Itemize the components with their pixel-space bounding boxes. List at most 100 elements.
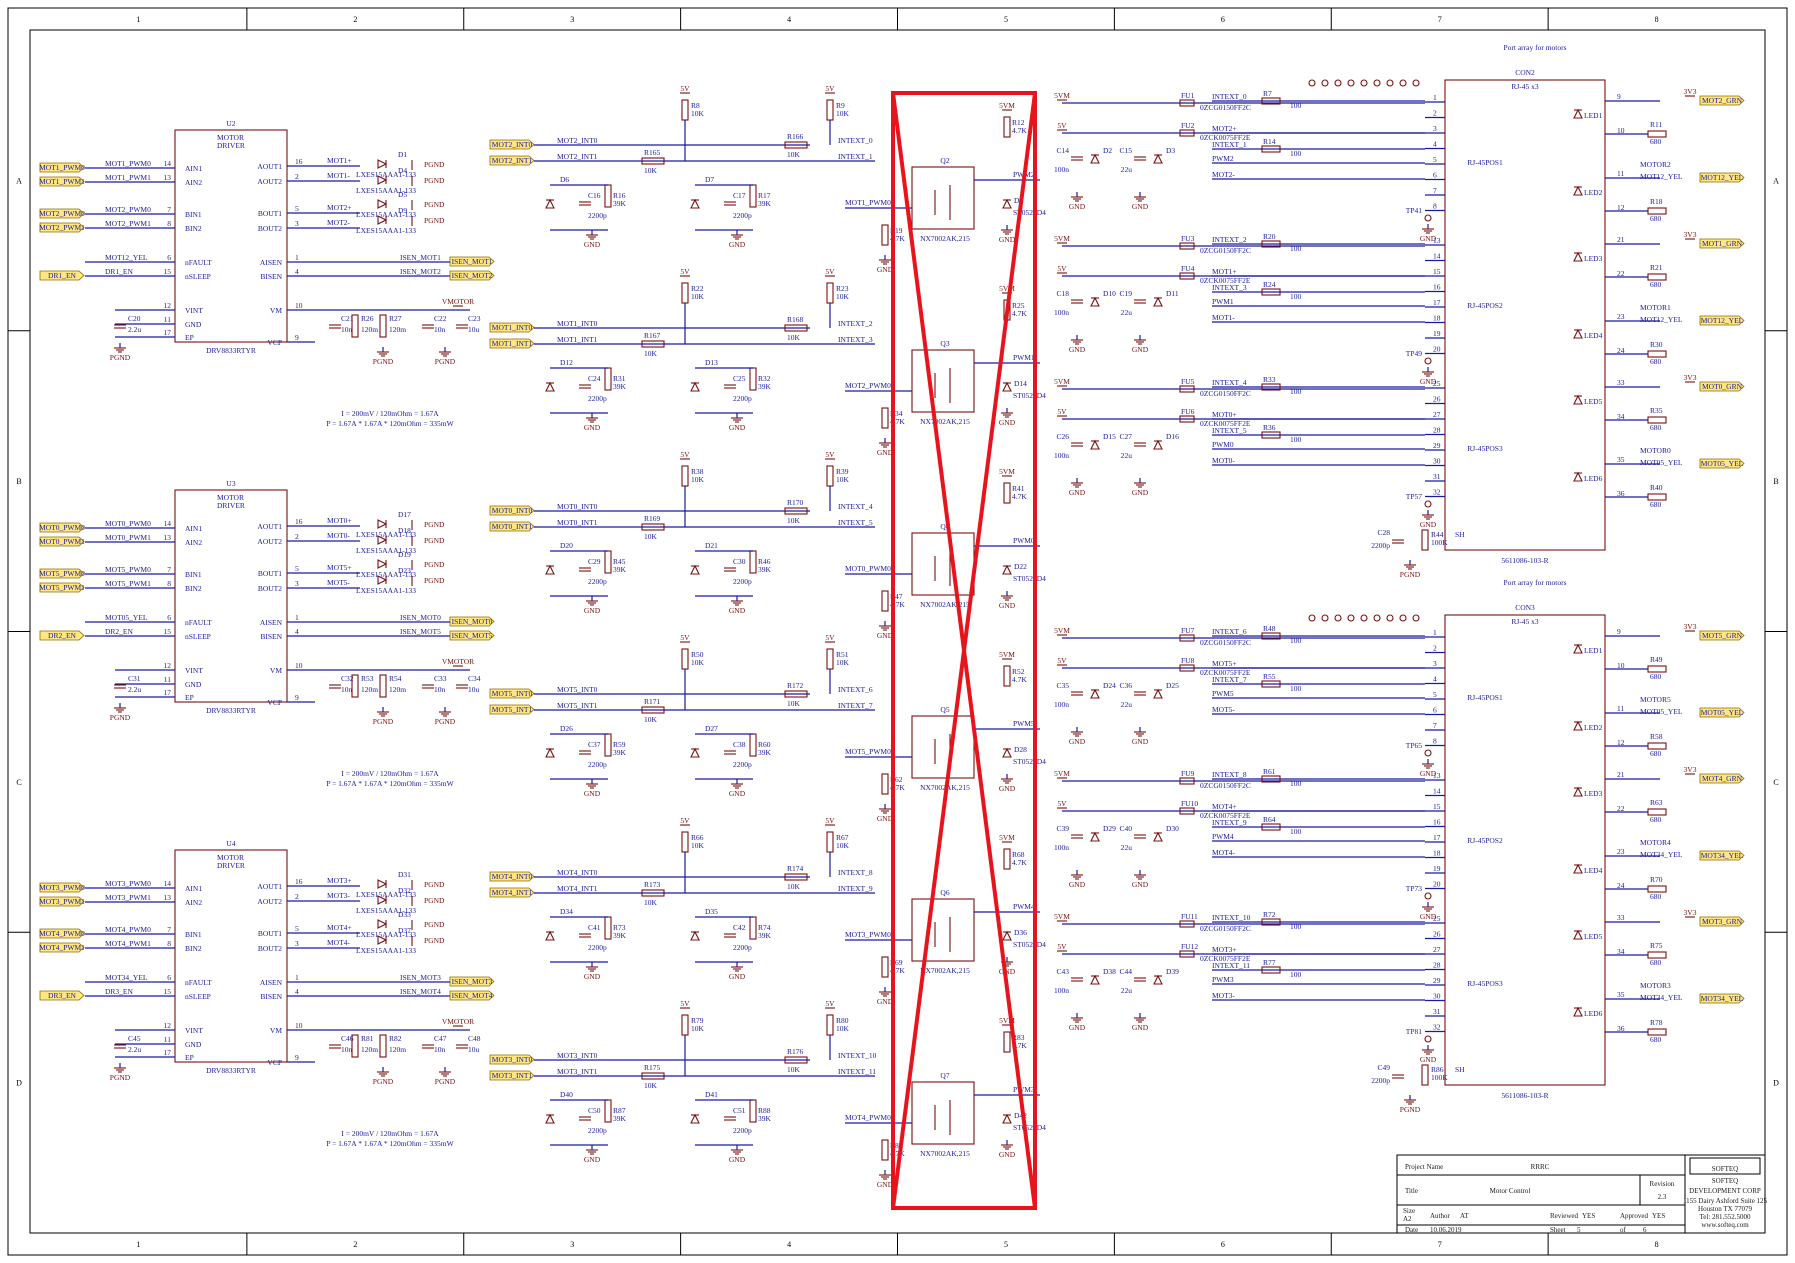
series-resistor-b	[784, 873, 808, 881]
gnd-label: GND	[877, 265, 894, 274]
res-value: 4.7K	[1012, 858, 1027, 867]
connector-net: INTEXT_8	[1212, 770, 1247, 779]
cross-out-diagonal-2	[891, 92, 1037, 1209]
pin-number: 8	[167, 219, 171, 228]
title-value: Motor Control	[1490, 1187, 1531, 1195]
size-value: A2	[1403, 1215, 1412, 1223]
test-point	[1347, 614, 1355, 622]
mosfet-5vm-label: 5VM	[999, 1016, 1015, 1025]
driver-label-2: DRIVER	[217, 141, 245, 150]
res-value: 39K	[758, 1114, 772, 1123]
test-point-ref: TP73	[1406, 884, 1423, 893]
fuse-ref: FU9	[1181, 769, 1195, 778]
connector-pin-number: 3	[1433, 659, 1437, 668]
connector-net: PWM1	[1212, 297, 1234, 306]
test-point	[1424, 357, 1432, 365]
gnd-label: GND	[877, 1180, 894, 1189]
pin-number: 14	[164, 519, 172, 528]
net-label-b: MOT4_INT1	[557, 884, 598, 893]
cap-value: 2200p	[733, 1126, 752, 1135]
zone-col-bottom: 1	[136, 1240, 140, 1249]
led-net: MOT34_YEL	[1640, 850, 1683, 859]
protection-diode	[377, 559, 388, 569]
mosfet-pullup	[1003, 1031, 1011, 1053]
res-value: 4.7K	[1012, 675, 1027, 684]
int-port-a	[489, 871, 535, 882]
res-ref: R170	[787, 498, 804, 507]
zone-col-top: 4	[787, 15, 791, 24]
approved-value: YES	[1652, 1212, 1665, 1220]
input-port-text: DR2_EN	[48, 631, 77, 640]
res-ref: R61	[1263, 767, 1276, 776]
led-net-port-text: MOT4_GRN	[1702, 774, 1743, 783]
res-value: 39K	[758, 565, 772, 574]
res-ref: R36	[1263, 423, 1276, 432]
fuse-1	[1179, 920, 1195, 928]
company-name-2: DEVELOPMENT CORP	[1689, 1187, 1761, 1195]
tvs-diode	[1002, 564, 1012, 575]
res-value: 680	[1650, 1035, 1662, 1044]
cap-ref: C40	[1119, 824, 1132, 833]
res-ref: R8	[691, 101, 700, 110]
pin-number: 6	[167, 973, 171, 982]
diode-ref: D1	[398, 150, 407, 159]
pullup-5v-label: 5V	[825, 999, 835, 1008]
diode-part: ST0521D4	[1013, 391, 1046, 400]
cap-ref: C42	[733, 923, 746, 932]
cap-ref: C29	[588, 557, 601, 566]
pullup-5v-label: 5V	[680, 816, 690, 825]
pin-number: 11	[164, 675, 171, 684]
res-value: 39K	[758, 748, 772, 757]
cap-ref: C43	[1056, 967, 1069, 976]
res-value: 100	[1290, 922, 1302, 931]
connector-body	[1444, 614, 1606, 1086]
led-3v3-label: 3V3	[1684, 622, 1697, 631]
port-array-title: Port array for motors	[1503, 578, 1566, 587]
connector-pin-number: 7	[1433, 186, 1437, 195]
net-label: MOT5_PWM1	[105, 579, 151, 588]
diode-part: ST0521D4	[1013, 757, 1046, 766]
res-value: 100	[1290, 779, 1302, 788]
mosfet-drive-net: MOT1_PWM0	[845, 198, 891, 207]
pin-name: BIN2	[185, 584, 202, 593]
net-label: MOT05_YEL	[105, 613, 148, 622]
rj45-port-label: RJ-45POS1	[1467, 158, 1503, 167]
connector-net: PWM3	[1212, 975, 1234, 984]
connector-pin-number: 25	[1433, 379, 1441, 388]
connector-net: MOT2-	[1212, 170, 1235, 179]
diode-ref: D14	[1014, 379, 1027, 388]
rj45-port-label: RJ-45POS3	[1467, 979, 1503, 988]
led-ref: LED5	[1584, 397, 1603, 406]
sense-port-text: ISEN_MOT4	[452, 991, 493, 1000]
pgnd-label: PGND	[435, 1077, 456, 1086]
connector-pin-number: 6	[1433, 171, 1437, 180]
res-ref: R49	[1650, 655, 1663, 664]
res-ref: R87	[613, 1106, 626, 1115]
test-point	[1360, 614, 1368, 622]
pin-number: 9	[295, 333, 299, 342]
net-label: MOT3-	[327, 891, 350, 900]
res-ref: R58	[1650, 732, 1663, 741]
pin-name: AISEN	[260, 618, 283, 627]
tvs-diode	[1090, 688, 1100, 699]
net-label: MOT4_PWM1	[105, 939, 151, 948]
tvs-diode	[1002, 930, 1012, 941]
input-port	[39, 942, 85, 953]
fuse-ref: FU8	[1181, 656, 1195, 665]
led-net-port-text: MOT34_YEL	[1701, 994, 1744, 1003]
connector-part: RJ-45 x3	[1511, 617, 1539, 626]
project-label: Project Name	[1405, 1163, 1443, 1171]
led-net-port-text: MOT1_GRN	[1702, 239, 1743, 248]
pin-name: AIN2	[185, 538, 202, 547]
input-port-text: MOT0_PWM0	[39, 523, 85, 532]
net-label: MOT4_PWM0	[105, 925, 151, 934]
fuse-part: 0ZCG0150FF2C	[1200, 246, 1251, 255]
intext-net-b: INTEXT_9	[838, 884, 873, 893]
connector-net: MOT0+	[1212, 410, 1237, 419]
zone-row-right: D	[1773, 1079, 1779, 1088]
led-net-port-text: MOT0_GRN	[1702, 382, 1743, 391]
pgnd-label: PGND	[424, 576, 445, 585]
